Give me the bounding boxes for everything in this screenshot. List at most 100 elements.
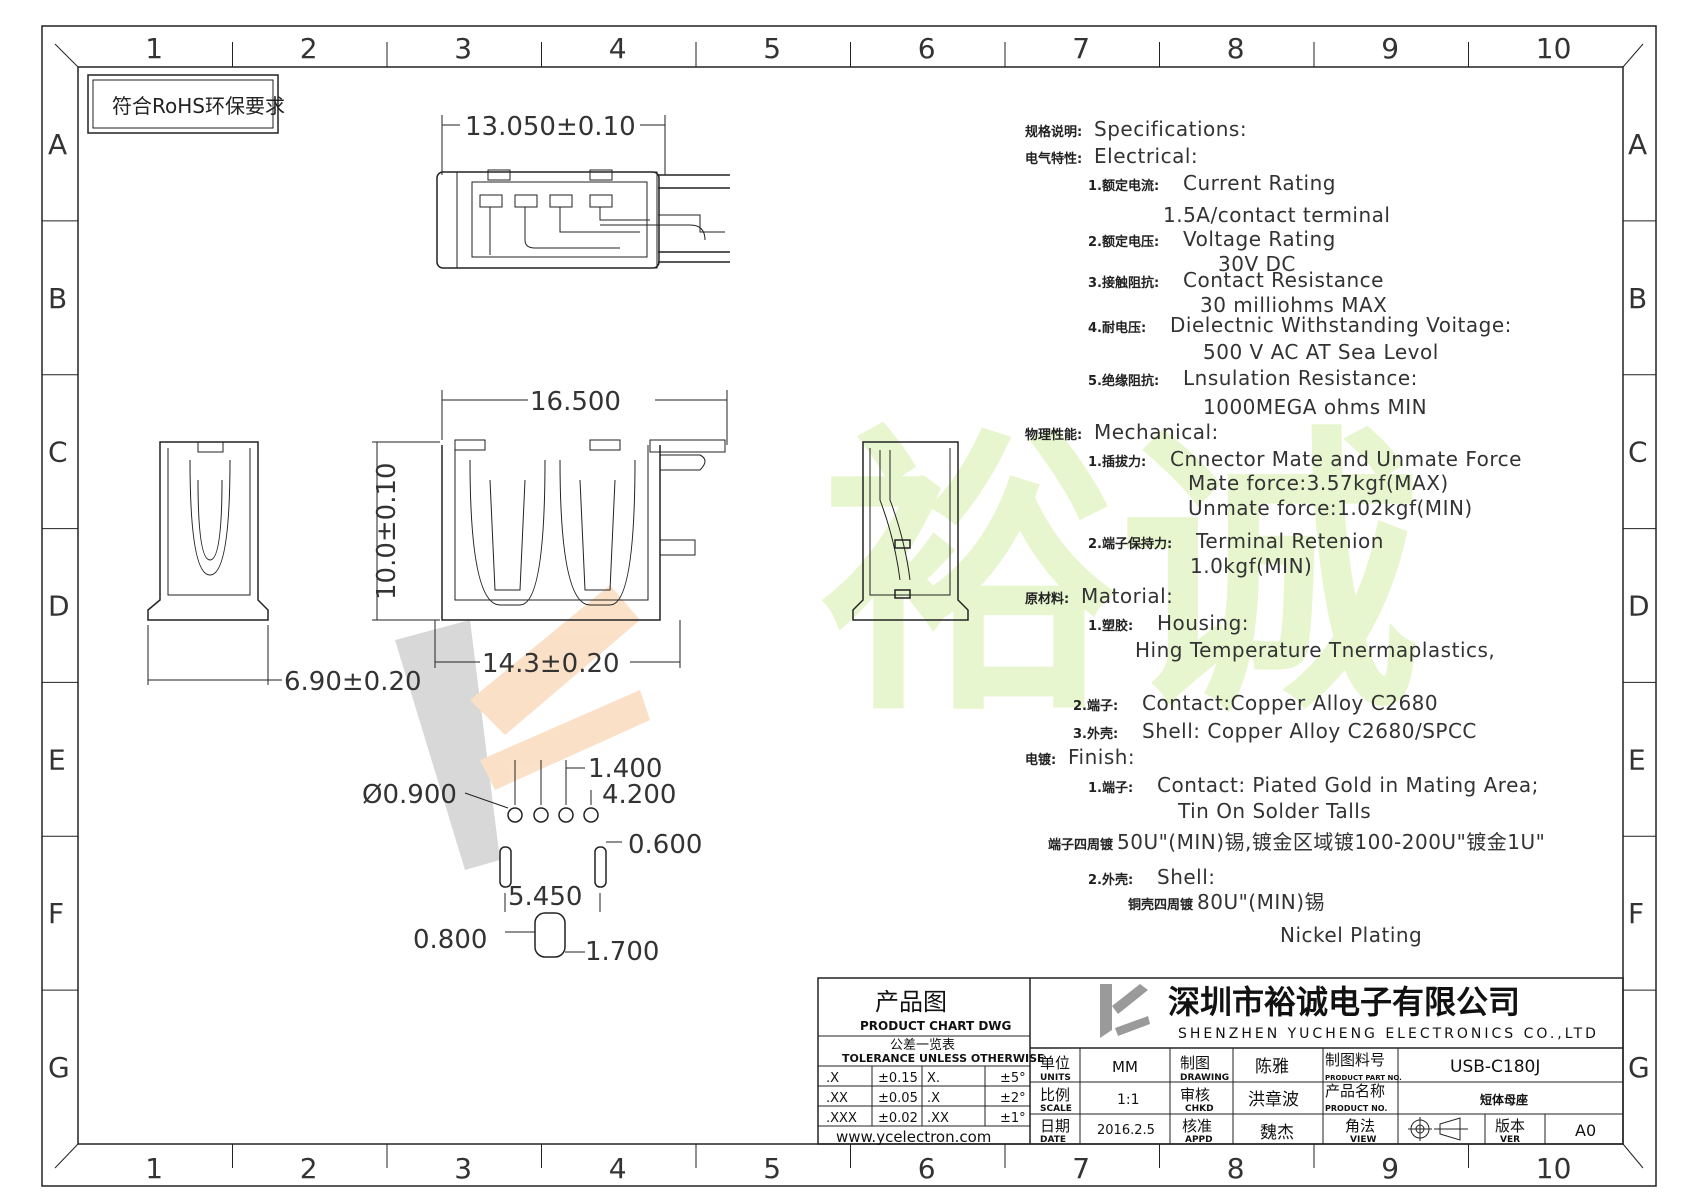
footprint-view: Ø0.900 1.400 4.200 0.600 5.450 0.800 1.7…: [362, 754, 702, 967]
spec-label-cn: 3.外壳:: [1073, 726, 1118, 742]
spec-text: Voltage Rating: [1183, 227, 1336, 251]
spec-text: Current Rating: [1183, 171, 1336, 195]
watermark-logo: 裕诚: [395, 402, 1420, 870]
spec-text: Nickel Plating: [1280, 923, 1422, 947]
projection-symbol-icon: [1408, 1117, 1468, 1141]
grid-col-top: 2: [300, 32, 318, 65]
product-name-value: 短体母座: [1480, 1092, 1528, 1107]
dim-span: 4.200: [602, 780, 676, 810]
dim-side-width: 6.90±0.20: [284, 667, 422, 697]
company-name-cn: 深圳市裕诚电子有限公司: [1168, 983, 1520, 1021]
outer-border: [41, 25, 1657, 1187]
tolerance-cell: ±0.15: [878, 1071, 918, 1086]
left-side-view: 6.90±0.20: [147, 441, 422, 697]
drawing-title-en: PRODUCT CHART DWG: [860, 1019, 1011, 1033]
grid-col-top: 5: [763, 32, 781, 65]
tolerance-cell: .X: [927, 1091, 940, 1106]
tolerance-title-cn: 公差一览表: [890, 1037, 955, 1053]
right-side-view: [852, 441, 969, 621]
spec-text: Mechanical:: [1094, 420, 1219, 444]
grid-col-bottom: 2: [300, 1152, 318, 1185]
grid-col-bottom: 5: [763, 1152, 781, 1185]
spec-label-cn: 2.端子保持力:: [1088, 536, 1172, 552]
grid-row-left: B: [48, 282, 67, 315]
spec-label-cn: 1.插拔力:: [1088, 454, 1146, 470]
version-label-en: VER: [1500, 1135, 1520, 1145]
rohs-box-outer: [87, 74, 279, 134]
grid-col-top: 6: [918, 32, 936, 65]
grid-row-left: E: [48, 743, 66, 776]
drawing-by-label-cn: 制图: [1180, 1054, 1210, 1072]
spec-text: Cnnector Mate and Unmate Force: [1170, 447, 1522, 471]
part-no-value: USB-C180J: [1450, 1057, 1540, 1077]
grid-row-right: C: [1628, 436, 1648, 469]
top-view: 13.050±0.10: [436, 112, 730, 269]
grid-row-right: F: [1628, 897, 1644, 930]
grid-col-bottom: 1: [145, 1152, 163, 1185]
tolerance-title-en: TOLERANCE UNLESS OTHERWISE: [842, 1052, 1045, 1065]
spec-label-cn: 2.端子:: [1073, 698, 1118, 714]
rohs-box-inner: [92, 79, 274, 129]
product-name-label-cn: 产品名称: [1325, 1082, 1385, 1100]
checked-label-cn: 审核: [1180, 1086, 1210, 1104]
spec-text: Unmate force:1.02kgf(MIN): [1188, 496, 1473, 520]
drawing-by-value: 陈雅: [1255, 1057, 1289, 1077]
dim-top-width: 13.050±0.10: [465, 112, 636, 142]
drawing-by-label-en: DRAWING: [1180, 1073, 1229, 1083]
spec-label-cn: 2.额定电压:: [1088, 234, 1159, 250]
dim-pin-diameter: Ø0.900: [362, 780, 457, 810]
spec-text: 30V DC: [1218, 252, 1296, 276]
units-label-cn: 单位: [1040, 1054, 1070, 1072]
spec-text: Hing Temperature Tnermaplastics,: [1135, 638, 1495, 662]
grid-row-left: G: [48, 1051, 70, 1084]
tolerance-cell: X.: [927, 1071, 940, 1086]
units-label-en: UNITS: [1040, 1073, 1071, 1083]
grid-row-right: D: [1628, 590, 1650, 623]
rohs-label: 符合RoHS环保要求: [112, 94, 285, 118]
date-value: 2016.2.5: [1097, 1123, 1155, 1138]
spec-text: Lnsulation Resistance:: [1183, 366, 1418, 390]
product-name-label-en: PRODUCT NO.: [1325, 1104, 1387, 1113]
view-label-en: VIEW: [1350, 1135, 1376, 1145]
scale-label-cn: 比例: [1040, 1086, 1070, 1104]
spec-label-cn: 4.耐电压:: [1088, 320, 1146, 336]
spec-text: Electrical:: [1094, 144, 1198, 168]
spec-text: Housing:: [1157, 611, 1249, 635]
spec-label-cn: 电气特性:: [1025, 151, 1082, 167]
spec-text: 500 V AC AT Sea Levol: [1203, 340, 1439, 364]
spec-label-cn: 3.接触阻抗:: [1088, 275, 1159, 291]
tolerance-cell: .XX: [826, 1091, 848, 1106]
tolerance-cell: .XXX: [826, 1111, 857, 1126]
spec-text: 1.5A/contact terminal: [1163, 203, 1390, 227]
approved-label-cn: 核准: [1182, 1117, 1212, 1135]
dim-slot-length: 1.700: [585, 937, 659, 967]
drawing-title-cn: 产品图: [875, 988, 947, 1016]
spec-text: Tin On Solder Talls: [1177, 799, 1371, 823]
spec-text: Terminal Retenion: [1195, 529, 1384, 553]
dim-peg-width: 0.600: [628, 830, 702, 860]
grid-col-bottom: 10: [1536, 1152, 1572, 1185]
checked-label-en: CHKD: [1185, 1104, 1214, 1114]
spec-text: Finish:: [1068, 745, 1135, 769]
spec-label-cn: 1.额定电流:: [1088, 178, 1159, 194]
tolerance-cell: ±0.02: [878, 1111, 918, 1126]
grid-col-top: 3: [454, 32, 472, 65]
spec-text: Matorial:: [1081, 584, 1173, 608]
spec-label-cn: 1.塑胶:: [1088, 618, 1133, 634]
spec-text: Contact: Piated Gold in Mating Area;: [1157, 773, 1539, 797]
spec-text: Shell:: [1157, 865, 1216, 889]
company-name-en: SHENZHEN YUCHENG ELECTRONICS CO.,LTD: [1178, 1026, 1599, 1042]
grid-col-bottom: 4: [609, 1152, 627, 1185]
spec-label-cn: 原材料:: [1025, 591, 1069, 607]
title-block: 产品图 PRODUCT CHART DWG 公差一览表 TOLERANCE UN…: [817, 977, 1624, 1146]
grid-row-right: B: [1628, 282, 1647, 315]
spec-label-cn: 铜壳四周镀: [1127, 897, 1194, 913]
spec-text: Mate force:3.57kgf(MAX): [1188, 471, 1449, 495]
tolerance-cell: ±0.05: [878, 1091, 918, 1106]
grid-row-right: A: [1628, 128, 1647, 161]
scale-value: 1:1: [1117, 1092, 1140, 1108]
grid-col-top: 7: [1072, 32, 1090, 65]
grid-row-right: G: [1628, 1051, 1650, 1084]
